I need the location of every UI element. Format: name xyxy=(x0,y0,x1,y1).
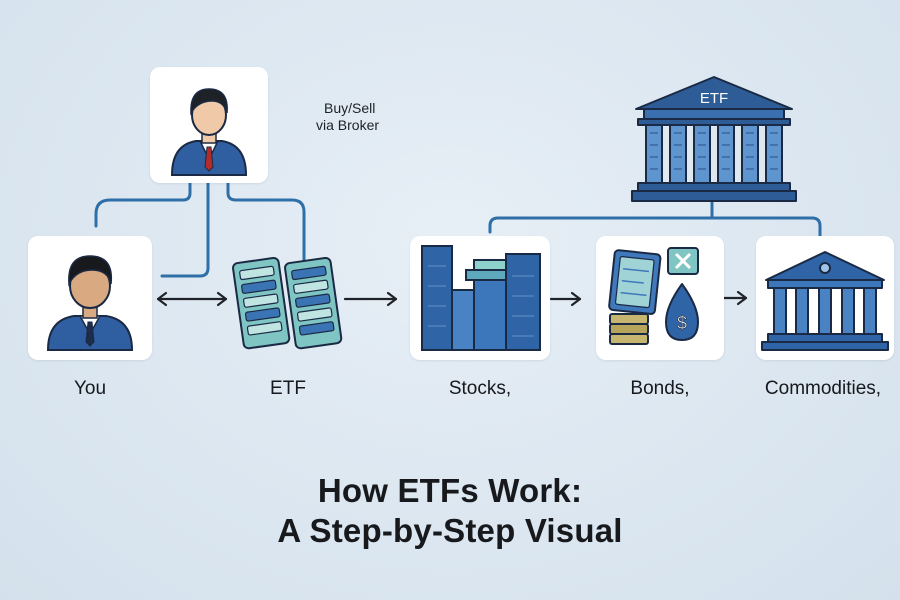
stocks-bars-icon xyxy=(421,245,541,351)
bonds-label: Bonds, xyxy=(630,378,690,399)
etf-certificates-icon xyxy=(232,256,343,350)
broker-note: Buy/Sell via Broker xyxy=(316,100,379,134)
broker-person-icon xyxy=(170,88,248,176)
stocks-to-bonds-arrow xyxy=(549,291,582,307)
you-card xyxy=(28,236,152,360)
commodities-label: Commodities, xyxy=(764,378,882,399)
broker-note-line2: via Broker xyxy=(316,117,380,133)
commodities-card xyxy=(756,236,894,360)
bonds-icon: $ xyxy=(608,247,699,345)
page-title-line2: A Step-by-Step Visual xyxy=(277,512,623,549)
you-label: You xyxy=(73,378,107,399)
etf-label: ETF xyxy=(270,378,306,399)
page-title-line1: How ETFs Work: xyxy=(317,472,583,509)
you-etf-double-arrow xyxy=(156,291,228,307)
broker-to-etf-line xyxy=(226,181,306,264)
broker-note-line1: Buy/Sell xyxy=(324,100,376,116)
broker-card xyxy=(150,67,268,183)
fund-building-icon: ETF xyxy=(631,76,797,202)
stocks-card xyxy=(410,236,550,360)
bond-dollar-symbol: $ xyxy=(677,313,687,333)
investor-person-icon xyxy=(46,255,134,351)
stocks-label: Stocks, xyxy=(448,378,512,399)
bonds-card: $ xyxy=(596,236,724,360)
bonds-to-commodities-arrow xyxy=(722,290,748,306)
etf-to-stocks-arrow xyxy=(343,291,398,307)
broker-to-you-line xyxy=(94,181,192,228)
fund-bus-line xyxy=(488,216,822,238)
broker-to-you-side-line xyxy=(160,181,210,278)
fund-badge-text: ETF xyxy=(700,90,728,107)
commodities-building-icon xyxy=(761,251,889,351)
